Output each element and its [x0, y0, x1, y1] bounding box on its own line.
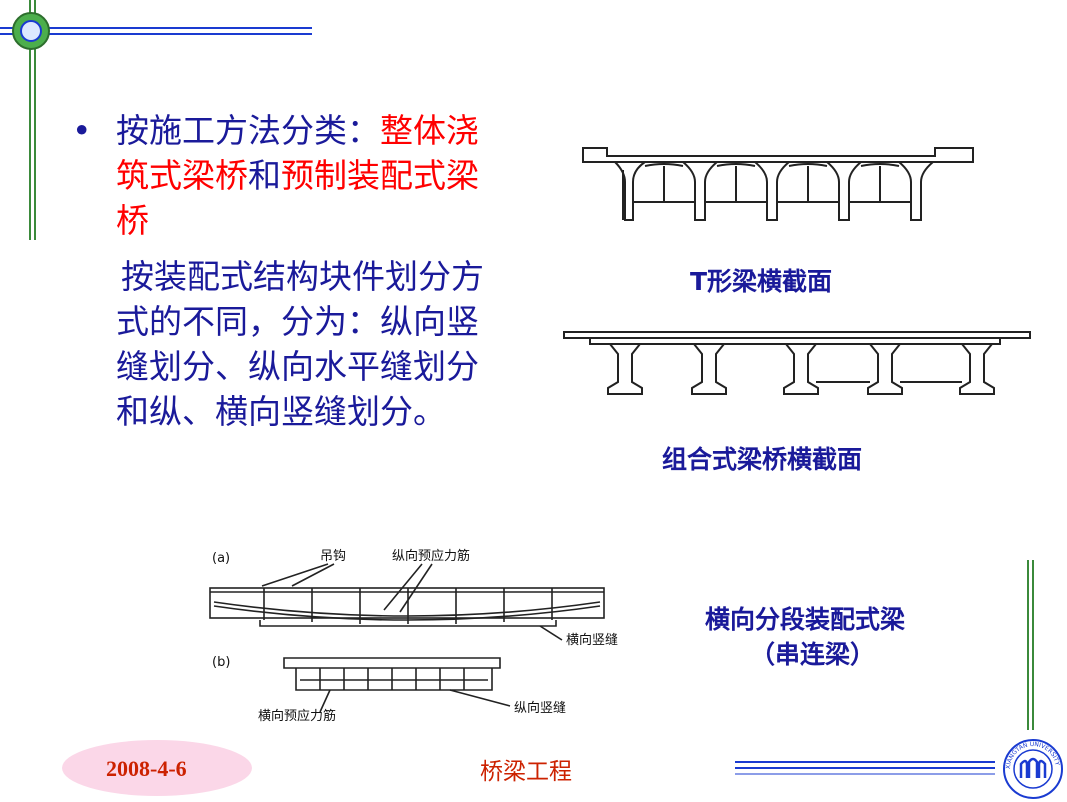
t-beam-cross-section-figure: [582, 147, 974, 221]
segment-caption-line1: 横向分段装配式梁: [705, 605, 906, 634]
date-oval: [62, 740, 252, 796]
label-long-joint: 纵向竖缝: [514, 700, 566, 716]
university-logo-icon: XIANGTAN UNIVERSITY: [1003, 739, 1063, 799]
segmental-beam-figure: (a) 吊钩 纵向预应力筋 横向竖缝 (b) 横向预应力筋 纵向竖缝: [209, 548, 618, 724]
label-transverse-joint: 横向竖缝: [566, 632, 618, 648]
bottom-right-decoration: [735, 560, 1034, 775]
bullet-connector: 和: [248, 156, 281, 195]
composite-beam-cross-section-figure: [563, 331, 1031, 395]
label-transverse-prestress: 横向预应力筋: [258, 708, 336, 724]
composite-caption: 组合式梁桥横截面: [662, 445, 863, 474]
t-beam-caption: T形梁横截面: [690, 267, 833, 296]
label-b: (b): [212, 655, 230, 670]
bullet-highlight-2: 预制装配式梁桥: [116, 156, 479, 240]
bullet-highlight-1: 整体浇筑式梁桥: [116, 111, 479, 195]
footer-date: 2008-4-6: [106, 756, 187, 781]
classification-paragraph: 按装配式结构块件划分方式的不同，分为：纵向竖缝划分、纵向水平缝划分和纵、横向竖缝…: [116, 257, 484, 431]
bullet-text: 按施工方法分类：整体浇筑式梁桥和预制装配式梁桥: [116, 108, 511, 243]
label-long-prestress: 纵向预应力筋: [392, 548, 470, 564]
label-a: (a): [212, 551, 230, 566]
segment-caption-line2: （串连梁）: [750, 640, 876, 669]
label-hook: 吊钩: [320, 549, 346, 564]
footer-title: 桥梁工程: [480, 759, 572, 785]
bullet-symbol: •: [72, 111, 92, 150]
bullet-prefix: 按施工方法分类：: [116, 111, 380, 150]
top-left-decoration: [0, 0, 312, 240]
